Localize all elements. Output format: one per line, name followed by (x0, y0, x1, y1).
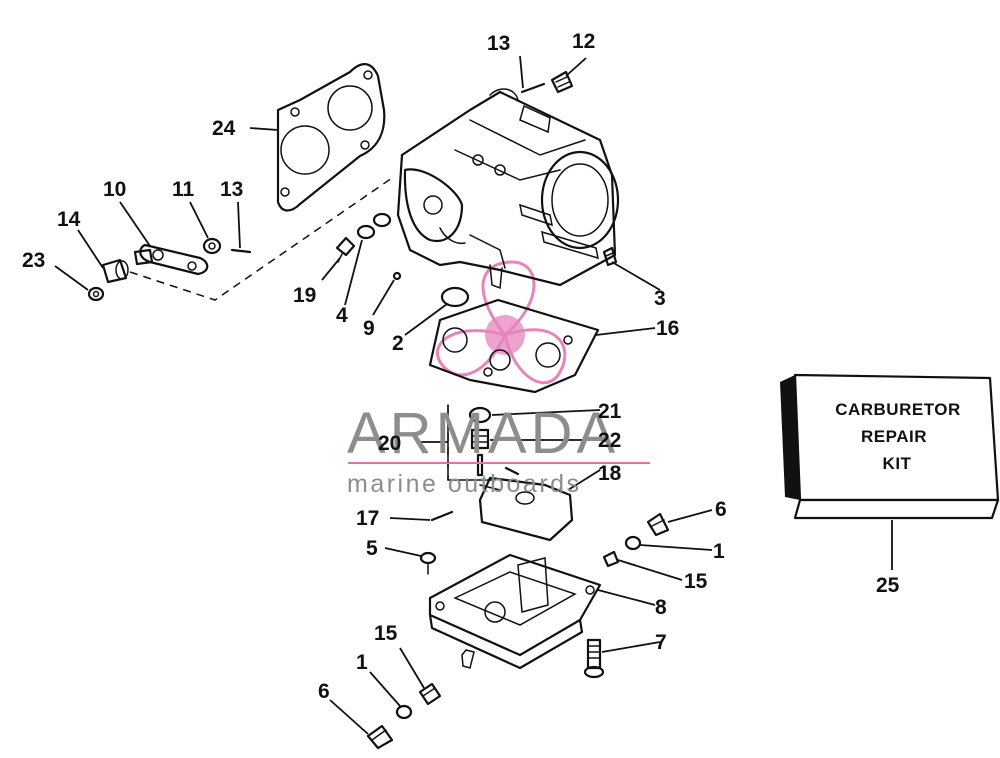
callout-labels: 13 12 24 10 11 13 14 23 19 4 9 2 3 16 21… (22, 30, 900, 703)
screw-12 (550, 70, 574, 94)
callout-9: 9 (363, 317, 375, 340)
callout-6-lower: 6 (318, 680, 330, 703)
throttle-lever-10 (133, 243, 209, 276)
washer-1-upper (624, 535, 642, 551)
callout-11: 11 (172, 178, 195, 201)
callout-23: 23 (22, 249, 45, 272)
kit-label-line1: CARBURETOR (835, 400, 961, 419)
callout-6-upper: 6 (715, 498, 727, 521)
pin-13-top (520, 82, 546, 94)
repair-kit-box: CARBURETOR REPAIR KIT (780, 373, 1000, 520)
jet-15-lower (418, 682, 442, 706)
gasket-16 (428, 298, 600, 394)
kit-label-line3: KIT (883, 454, 912, 473)
float-bowl-8 (428, 553, 602, 670)
plug-6-lower (366, 724, 394, 750)
callout-3: 3 (654, 287, 666, 310)
callout-13-top: 13 (487, 32, 510, 55)
leader-lines (54, 55, 893, 735)
bolt-7 (583, 638, 605, 679)
callout-10: 10 (103, 178, 126, 201)
callout-24: 24 (212, 117, 236, 140)
pin-13-lower (230, 248, 252, 254)
callout-19: 19 (293, 284, 316, 307)
callout-21: 21 (598, 400, 622, 423)
screw-3 (602, 246, 618, 267)
callout-22: 22 (598, 429, 621, 452)
bushing-14 (101, 258, 129, 284)
needle-seat-20 (447, 404, 520, 481)
callout-7: 7 (655, 631, 667, 654)
pin-17 (430, 510, 454, 522)
callout-16: 16 (656, 317, 679, 340)
callout-1-lower: 1 (356, 651, 368, 674)
callout-12: 12 (572, 30, 595, 53)
float-18 (478, 476, 574, 542)
callout-15-upper: 15 (684, 570, 708, 593)
washer-1-lower (395, 704, 413, 720)
callout-18: 18 (598, 462, 622, 485)
watermark-title: ARMADA (347, 401, 619, 466)
screw-5 (419, 551, 437, 575)
ball-9 (392, 271, 402, 281)
gasket-24 (276, 63, 386, 212)
jet-15-upper (602, 550, 620, 568)
kit-label-line2: REPAIR (861, 427, 927, 446)
washer-11 (202, 237, 222, 255)
assembly-line-shaft (129, 177, 393, 301)
watermark: ARMADA marine outboards (347, 401, 650, 498)
watermark-subtitle: marine outboards (347, 470, 582, 498)
watermark-underline (348, 462, 650, 464)
carburetor-body (396, 88, 620, 290)
plug-6-upper (646, 512, 670, 537)
watermark-propeller-logo (436, 260, 567, 385)
plug-2 (440, 286, 470, 308)
callout-8: 8 (655, 596, 667, 619)
callout-14: 14 (57, 208, 81, 231)
callout-15-lower: 15 (374, 622, 398, 645)
washer-23 (87, 286, 105, 302)
callout-13-side: 13 (220, 178, 243, 201)
callout-25: 25 (876, 574, 900, 597)
washer-4 (356, 212, 392, 240)
callout-1-upper: 1 (713, 540, 725, 563)
callout-2: 2 (392, 332, 404, 355)
callout-5: 5 (366, 537, 378, 560)
callout-17: 17 (356, 507, 379, 530)
callout-20: 20 (378, 432, 401, 455)
callout-4: 4 (336, 304, 348, 327)
